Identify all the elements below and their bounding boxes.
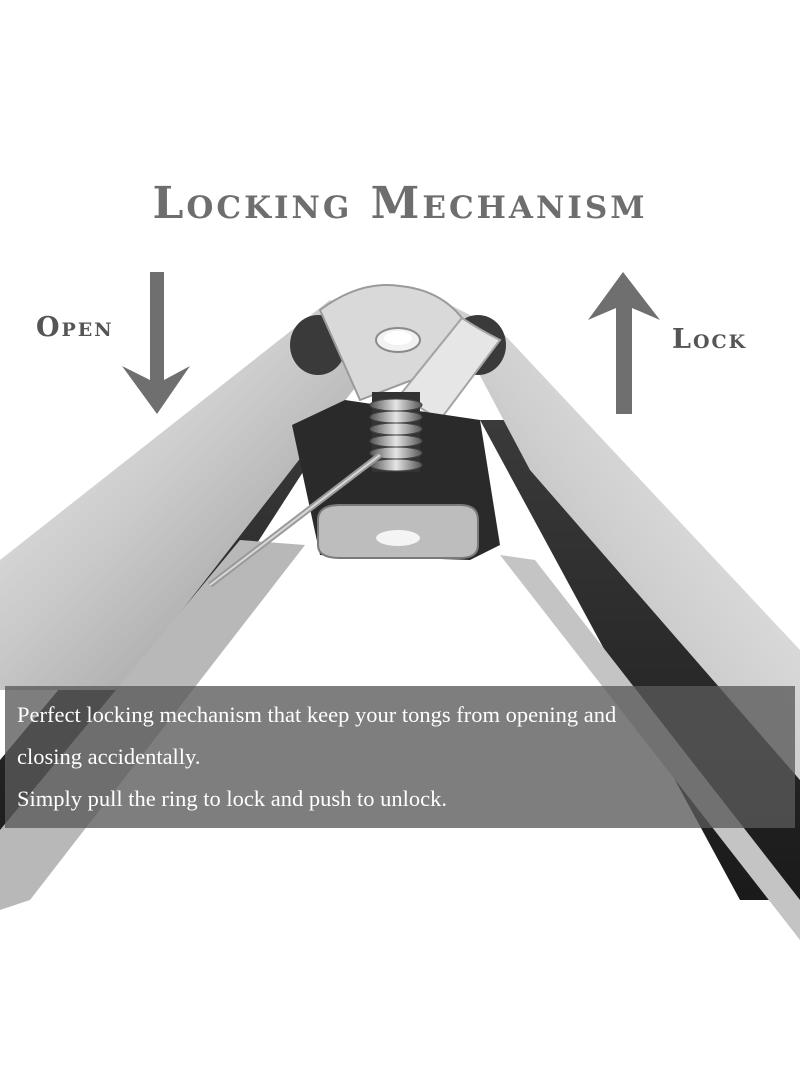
caption-line: Perfect locking mechanism that keep your…	[17, 702, 617, 727]
caption-line: Simply pull the ring to lock and push to…	[17, 786, 447, 811]
open-label: Open	[36, 312, 114, 343]
arrow-down-icon	[122, 272, 190, 414]
arrow-up-icon	[588, 272, 660, 414]
lock-label: Lock	[672, 324, 748, 355]
page-title: Locking Mechanism	[152, 178, 648, 229]
caption-line: closing accidentally.	[17, 744, 201, 769]
caption-panel: Perfect locking mechanism that keep your…	[5, 686, 795, 828]
